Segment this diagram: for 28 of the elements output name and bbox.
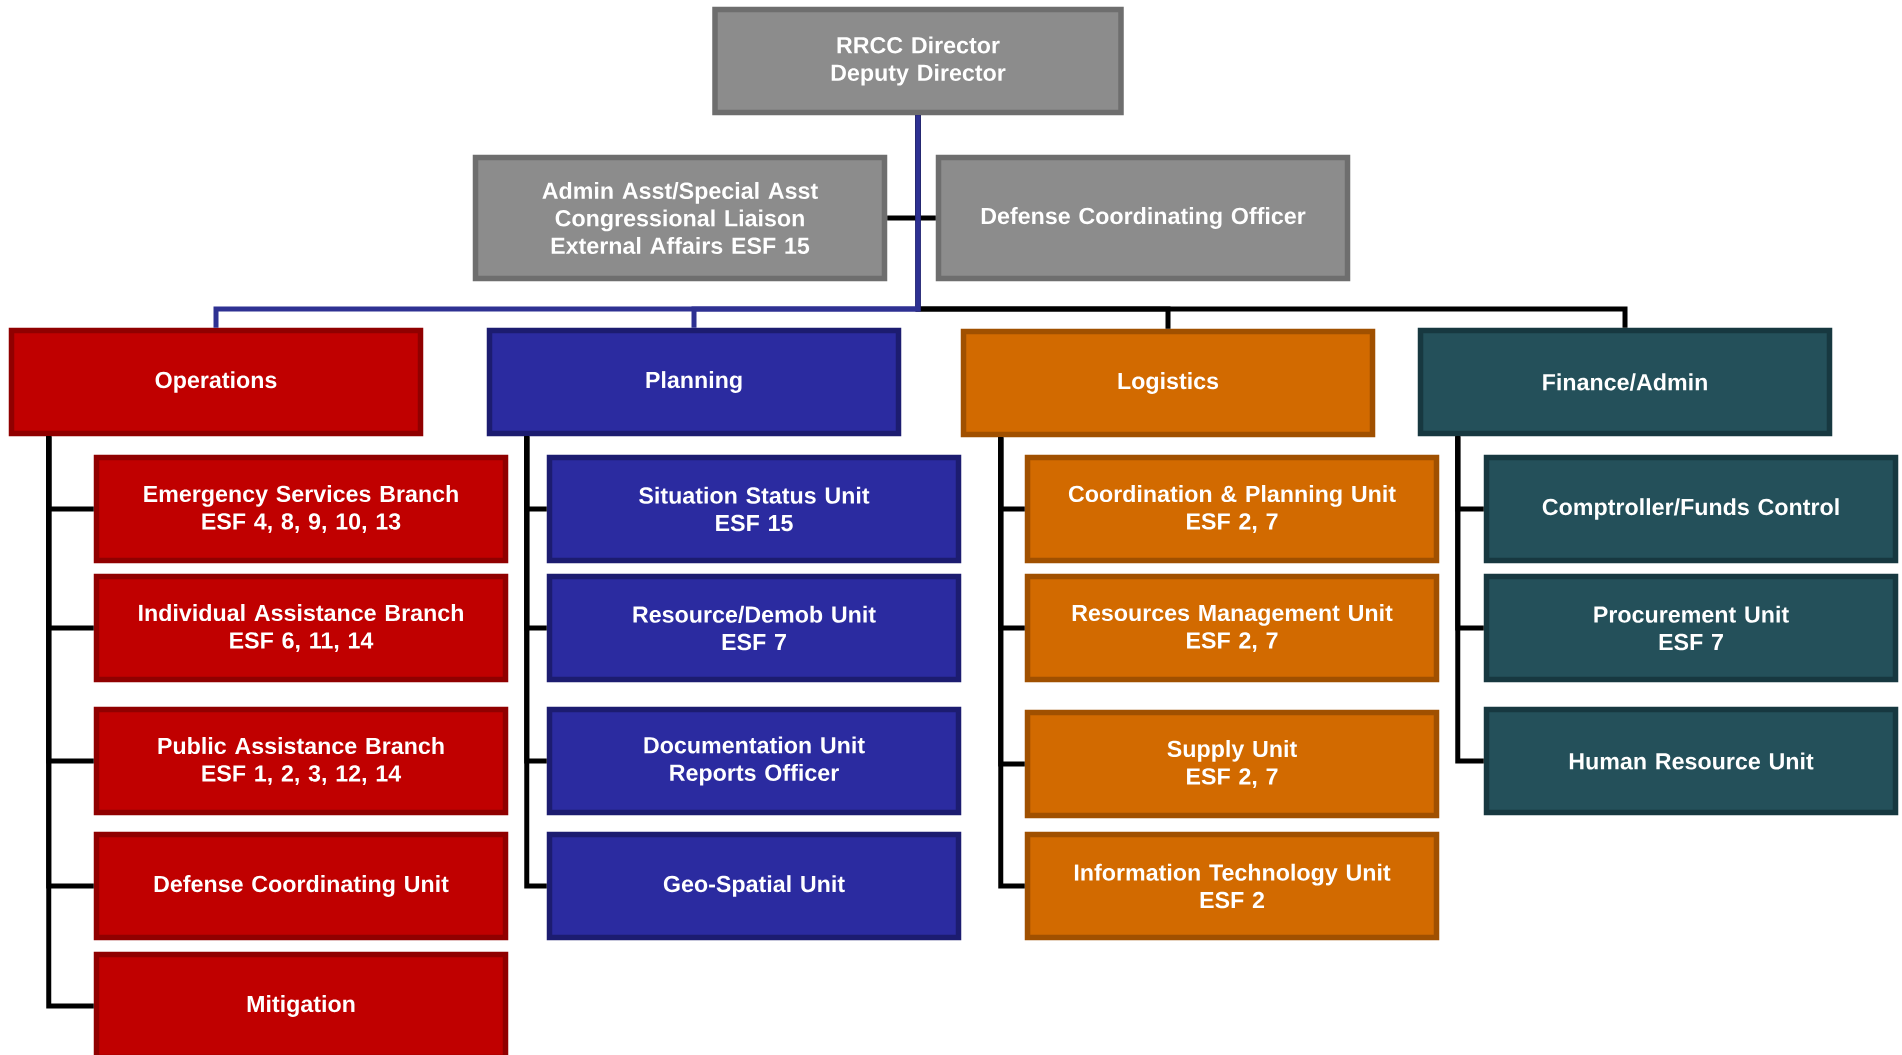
unit-box: Information Technology Unit ESF 2 xyxy=(1024,831,1440,941)
unit-box: Situation Status Unit ESF 15 xyxy=(546,454,962,564)
section-box: Finance/Admin xyxy=(1417,327,1833,437)
unit-box: Public Assistance Branch ESF 1, 2, 3, 12, 14 xyxy=(93,706,509,816)
staff-box: Admin Asst/Special Asst Congressional Liaison External Affairs ESF 15 xyxy=(472,154,888,282)
unit-box: Individual Assistance Branch ESF 6, 11, 14 xyxy=(93,573,509,683)
unit-box: Resources Management Unit ESF 2, 7 xyxy=(1024,573,1440,683)
unit-box: Defense Coordinating Unit xyxy=(93,831,509,941)
connector-line xyxy=(1455,436,1484,764)
director-box: RRCC Director Deputy Director xyxy=(712,6,1124,116)
connector-line xyxy=(524,436,547,889)
section-box: Planning xyxy=(486,327,902,437)
unit-box: Mitigation xyxy=(93,951,509,1055)
unit-box: Emergency Services Branch ESF 4, 8, 9, 10, 13 xyxy=(93,454,509,564)
unit-box: Geo-Spatial Unit xyxy=(546,831,962,941)
connector-line xyxy=(998,437,1025,889)
connector-line xyxy=(46,436,94,1009)
unit-box: Documentation Unit Reports Officer xyxy=(546,706,962,816)
section-box: Logistics xyxy=(960,328,1376,438)
unit-box: Human Resource Unit xyxy=(1483,706,1899,816)
unit-box: Resource/Demob Unit ESF 7 xyxy=(546,573,962,683)
unit-box: Coordination & Planning Unit ESF 2, 7 xyxy=(1024,454,1440,564)
unit-box: Comptroller/Funds Control xyxy=(1483,454,1899,564)
officer-box: Defense Coordinating Officer xyxy=(935,154,1351,282)
section-box: Operations xyxy=(8,327,424,437)
unit-box: Procurement Unit ESF 7 xyxy=(1483,573,1899,683)
connector-line xyxy=(691,115,921,328)
unit-box: Supply Unit ESF 2, 7 xyxy=(1024,709,1440,819)
